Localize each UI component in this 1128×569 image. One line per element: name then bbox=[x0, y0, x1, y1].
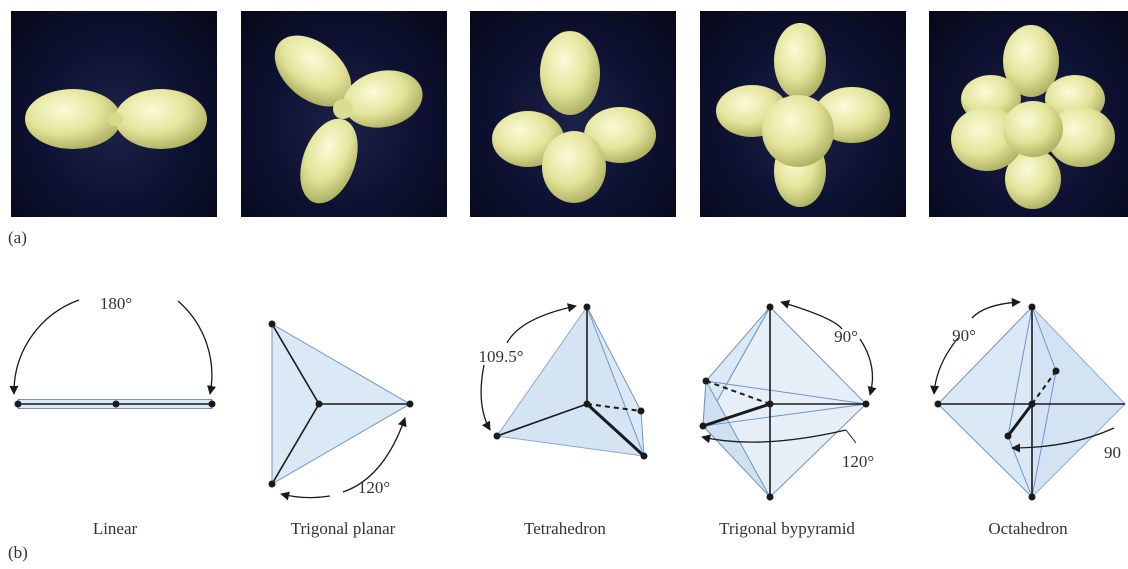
linear-diagram: 180° bbox=[14, 294, 216, 409]
octahedron-angle-label-right: 90 bbox=[1104, 443, 1121, 462]
bipyramid-axial-angle-label: 90° bbox=[834, 327, 858, 346]
trigonal-planar-angle-label: 120° bbox=[358, 478, 390, 497]
linear-angle-label: 180° bbox=[100, 294, 132, 313]
trigonal-planar-balloons-photo bbox=[241, 11, 447, 217]
octahedral-balloons-photo bbox=[929, 11, 1128, 217]
panel-a-label: (a) bbox=[8, 228, 27, 248]
bipyramid-equatorial-angle-label: 120° bbox=[842, 452, 874, 471]
octahedron-label: Octahedron bbox=[918, 519, 1128, 539]
trigonal-planar-diagram: 120° bbox=[269, 321, 414, 498]
geometry-diagrams: 180° 120° 109.5° bbox=[0, 270, 1128, 515]
linear-balloons-photo bbox=[11, 11, 217, 217]
octahedron-diagram: 90° 90 bbox=[934, 302, 1125, 501]
panel-b-label: (b) bbox=[8, 543, 28, 563]
tetrahedral-balloons-photo bbox=[470, 11, 676, 217]
trigonal-bipyramid-diagram: 90° 120° bbox=[700, 302, 875, 501]
tetrahedron-label: Tetrahedron bbox=[455, 519, 675, 539]
trigonal-bipyramidal-balloons-photo bbox=[700, 11, 906, 217]
tetrahedron-angle-label: 109.5° bbox=[478, 347, 523, 366]
linear-label: Linear bbox=[5, 519, 225, 539]
trigonal-bypyramid-label: Trigonal bypyramid bbox=[677, 519, 897, 539]
tetrahedron-diagram: 109.5° bbox=[478, 304, 647, 460]
octahedron-angle-label-left: 90° bbox=[952, 326, 976, 345]
trigonal-planar-label: Trigonal planar bbox=[233, 519, 453, 539]
